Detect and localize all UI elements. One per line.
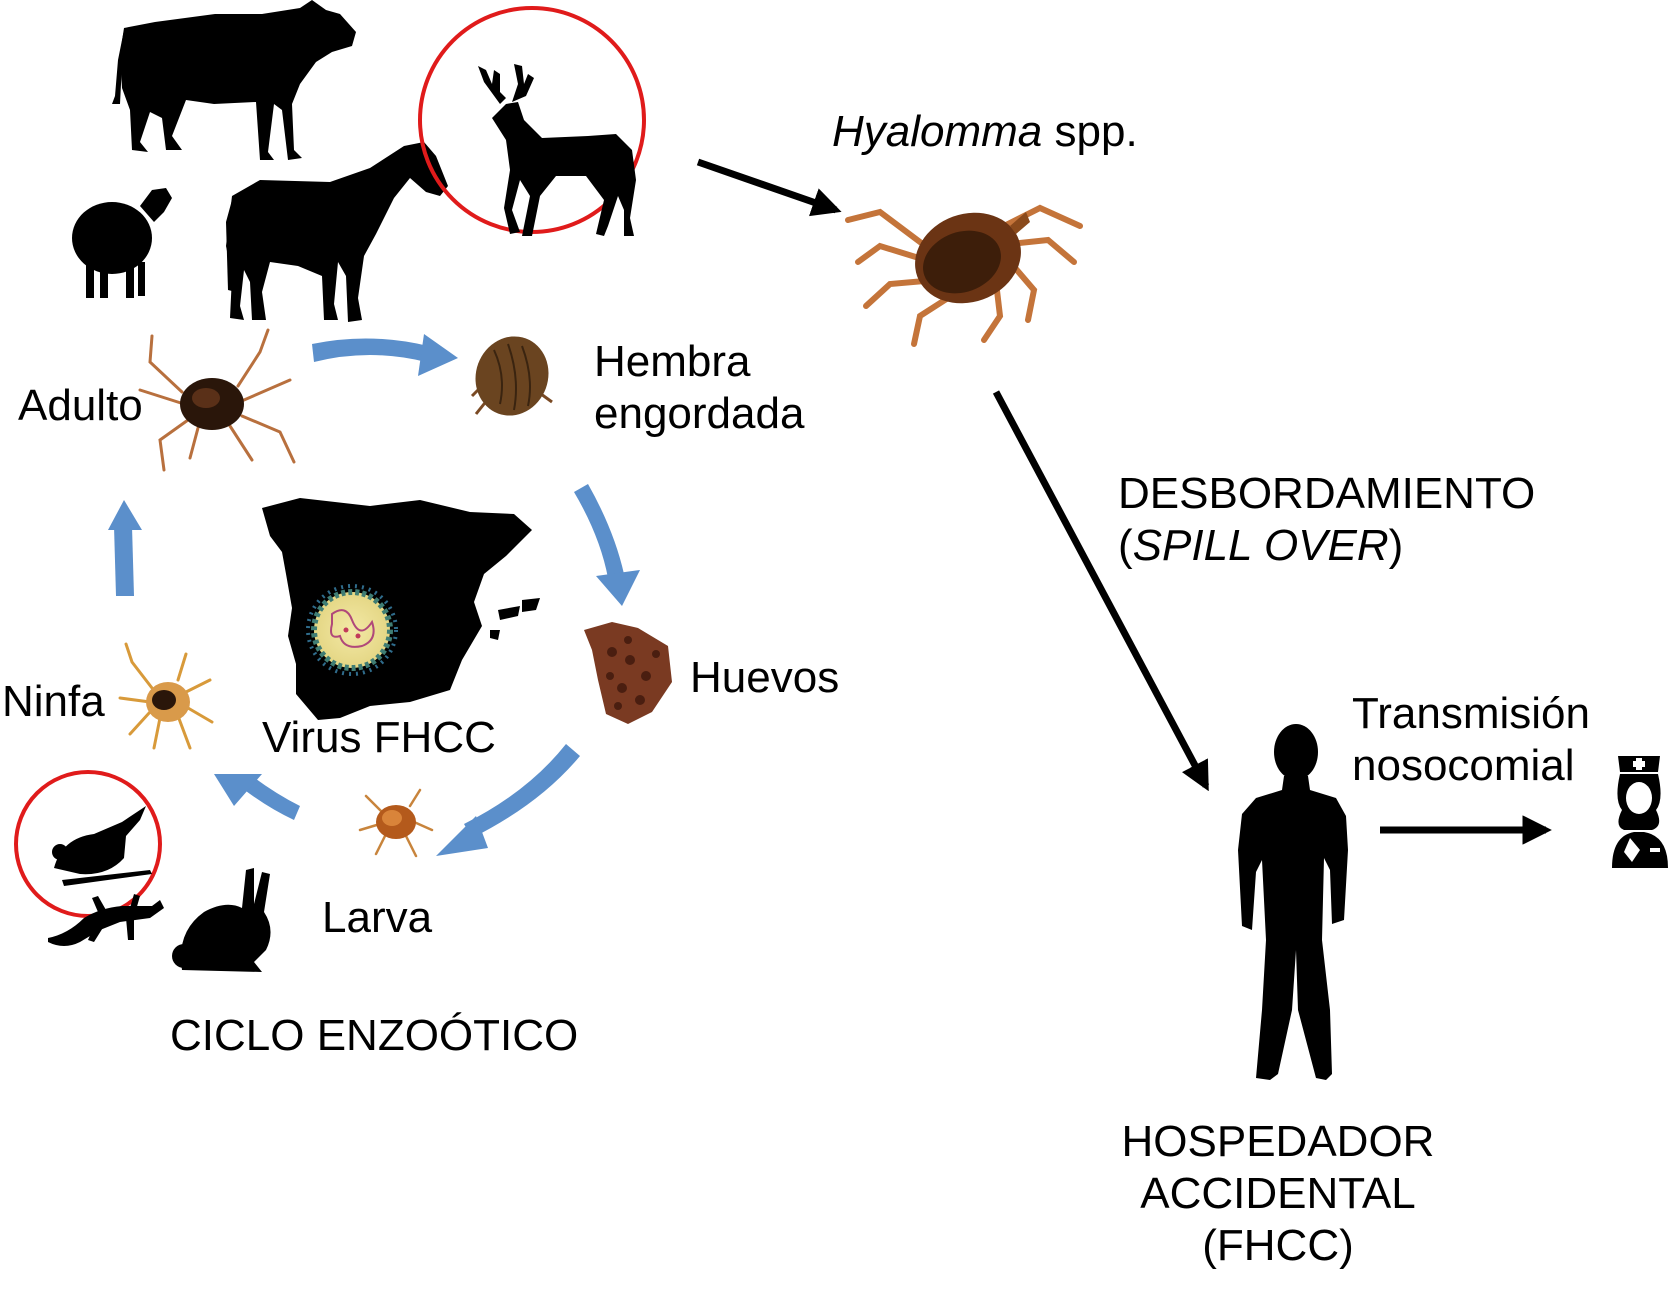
host-label-line1: HOSPEDADOR — [1078, 1116, 1478, 1168]
cycle-arrow-adult-to-female — [312, 334, 458, 376]
tick-eggs-icon — [584, 622, 672, 724]
spill-over-line2: (SPILL OVER) — [1118, 520, 1535, 572]
ninfa-label: Ninfa — [2, 676, 105, 728]
huevos-label: Huevos — [690, 652, 839, 704]
transmision-line2: nosocomial — [1352, 740, 1590, 792]
host-label-line2: ACCIDENTAL — [1078, 1168, 1478, 1220]
nurse-icon — [1612, 756, 1668, 868]
person-silhouette-icon — [1238, 724, 1348, 1080]
horse-silhouette-icon — [226, 142, 448, 322]
arrow-deer-to-hyalomma — [698, 162, 836, 210]
arrow-spill-over — [996, 392, 1206, 786]
hembra-label-line1: Hembra — [594, 336, 804, 388]
hembra-label-line2: engordada — [594, 388, 804, 440]
spain-map-icon — [262, 498, 540, 720]
transmision-label: Transmisión nosocomial — [1352, 688, 1590, 792]
engorged-female-tick-icon — [464, 326, 559, 426]
host-label-line3: (FHCC) — [1078, 1220, 1478, 1272]
virus-label: Virus FHCC — [262, 712, 496, 764]
cycle-arrow-ninfa-to-adult — [108, 500, 142, 596]
hyalomma-tick-icon — [848, 198, 1080, 344]
hyalomma-suffix: spp. — [1042, 107, 1137, 156]
bird-silhouette-icon — [52, 806, 152, 886]
hembra-label: Hembra engordada — [594, 336, 804, 440]
hyalomma-genus: Hyalomma — [832, 107, 1042, 156]
lizard-silhouette-icon — [48, 894, 164, 946]
transmision-line1: Transmisión — [1352, 688, 1590, 740]
cycle-arrow-larva-to-ninfa — [214, 774, 300, 820]
spill-over-line1: DESBORDAMIENTO — [1118, 468, 1535, 520]
sheep-silhouette-icon — [72, 188, 172, 298]
spill-over-italic: SPILL OVER — [1133, 521, 1389, 570]
spill-over-label: DESBORDAMIENTO (SPILL OVER) — [1118, 468, 1535, 572]
hyalomma-label: Hyalomma spp. — [832, 106, 1138, 158]
larva-tick-icon — [360, 790, 432, 856]
nymph-tick-icon — [120, 644, 212, 748]
adulto-label: Adulto — [18, 380, 143, 432]
larva-label: Larva — [322, 892, 432, 944]
host-label: HOSPEDADOR ACCIDENTAL (FHCC) — [1078, 1116, 1478, 1272]
rabbit-silhouette-icon — [172, 868, 271, 972]
cycle-arrow-female-to-eggs — [574, 484, 640, 606]
cow-silhouette-icon — [112, 0, 356, 160]
deer-silhouette-icon — [478, 64, 636, 236]
adult-tick-icon — [140, 330, 294, 470]
cycle-title: CICLO ENZOÓTICO — [170, 1010, 578, 1062]
